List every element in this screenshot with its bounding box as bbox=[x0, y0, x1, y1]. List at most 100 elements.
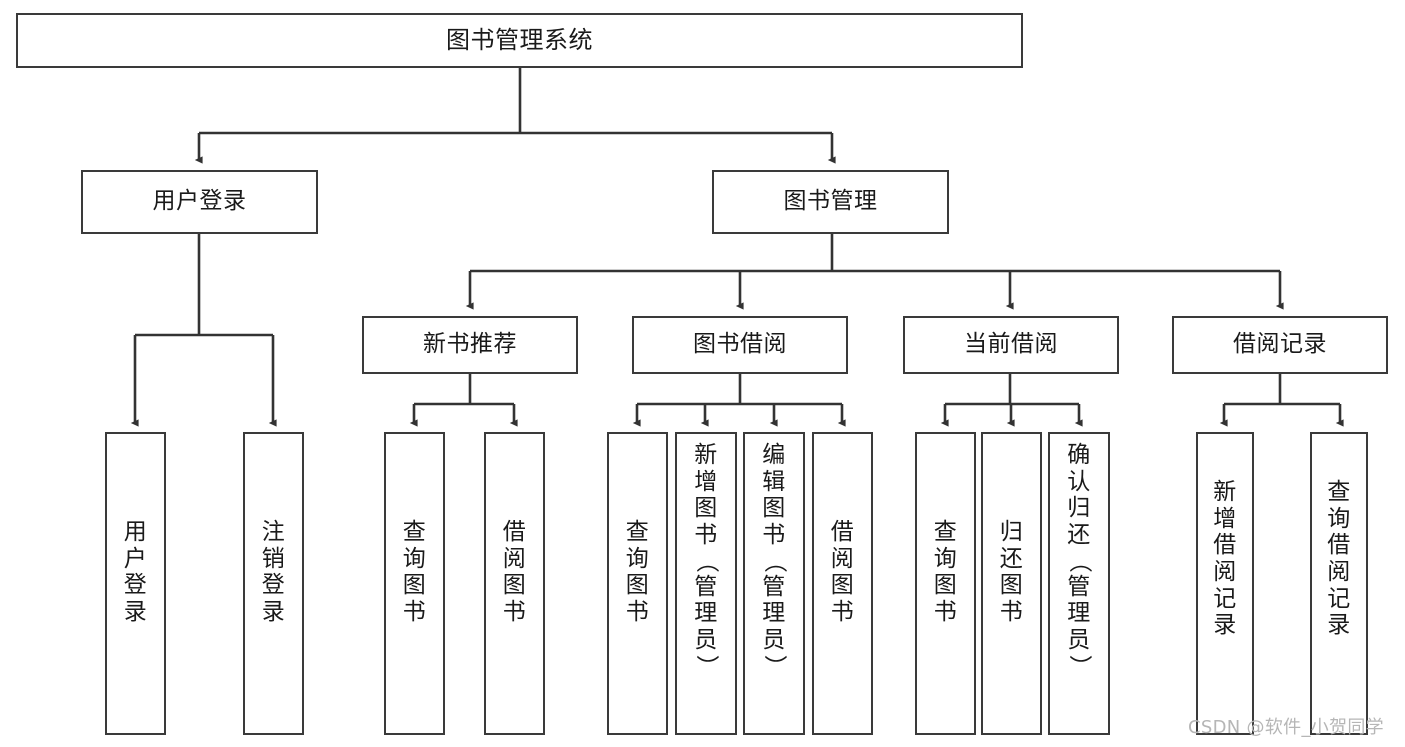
node-label: 图书管理系统 bbox=[446, 26, 593, 55]
leaf-logout-login[interactable]: 注销登录 bbox=[243, 432, 304, 735]
node-label-char: 询 bbox=[402, 545, 427, 572]
watermark-credit: CSDN @软件_小贺同学 bbox=[1188, 717, 1384, 738]
node-label-char: 归 bbox=[1067, 495, 1091, 522]
node-label: 归还图书 bbox=[983, 519, 1040, 626]
node-label-char: 认 bbox=[1067, 468, 1091, 495]
node-label-char: 图 bbox=[830, 572, 855, 599]
leaf-borrow-book-1[interactable]: 借阅图书 bbox=[484, 432, 545, 735]
leaf-query-book-3[interactable]: 查询图书 bbox=[915, 432, 976, 735]
node-label-char: 阅 bbox=[502, 545, 527, 572]
node-label-char: 查 bbox=[625, 519, 650, 545]
node-label-char: 登 bbox=[261, 572, 286, 599]
node-label-char: 录 bbox=[261, 599, 286, 626]
node-label-char: 书 bbox=[933, 599, 958, 626]
node-label-char: 图 bbox=[402, 572, 427, 599]
node-label: 当前借阅 bbox=[964, 331, 1058, 358]
node-book-management[interactable]: 图书管理 bbox=[712, 170, 949, 234]
node-label-char: 管 bbox=[762, 573, 786, 600]
node-label-char: 还 bbox=[1067, 522, 1091, 549]
node-label-char: 查 bbox=[933, 519, 958, 545]
leaf-edit-book-admin[interactable]: 编辑图书（管理员） bbox=[743, 432, 805, 735]
leaf-borrow-book-2[interactable]: 借阅图书 bbox=[812, 432, 873, 735]
node-label-char: 询 bbox=[933, 545, 958, 572]
node-label-char: 图 bbox=[625, 572, 650, 599]
node-label-char: 员 bbox=[762, 627, 786, 654]
node-label-char: 书 bbox=[999, 599, 1024, 626]
node-label-char: 询 bbox=[625, 545, 650, 572]
leaf-query-book-1[interactable]: 查询图书 bbox=[384, 432, 445, 735]
node-label: 借阅图书 bbox=[814, 519, 871, 626]
node-label-char: 书 bbox=[694, 522, 718, 549]
node-label-char: 新 bbox=[1213, 479, 1237, 505]
node-label-char: ） bbox=[761, 654, 788, 678]
node-label-char: 查 bbox=[402, 519, 427, 545]
node-label-char: 阅 bbox=[830, 545, 855, 572]
node-label-char: 理 bbox=[762, 600, 786, 627]
node-label-char: 录 bbox=[1327, 612, 1351, 639]
leaf-query-book-2[interactable]: 查询图书 bbox=[607, 432, 668, 735]
node-label-char: 增 bbox=[1213, 505, 1237, 532]
node-label-char: 编 bbox=[762, 442, 786, 468]
node-label-char: 理 bbox=[694, 600, 718, 627]
node-new-book-recommendation[interactable]: 新书推荐 bbox=[362, 316, 578, 374]
node-label-char: 借 bbox=[1213, 532, 1237, 559]
node-label: 注销登录 bbox=[245, 519, 302, 626]
node-label-char: 员 bbox=[694, 627, 718, 654]
node-label: 图书管理 bbox=[783, 188, 878, 215]
node-label-char: 归 bbox=[999, 519, 1024, 545]
node-label-char: 理 bbox=[1067, 600, 1091, 627]
node-label-char: 图 bbox=[762, 495, 786, 522]
node-user-login[interactable]: 用户登录 bbox=[81, 170, 318, 234]
node-label-char: 销 bbox=[261, 545, 286, 572]
node-label: 借阅记录 bbox=[1233, 331, 1327, 358]
node-borrow-record[interactable]: 借阅记录 bbox=[1172, 316, 1388, 374]
node-label-char: 询 bbox=[1327, 505, 1351, 532]
node-label-char: 书 bbox=[830, 599, 855, 626]
leaf-user-login[interactable]: 用户登录 bbox=[105, 432, 166, 735]
node-label-char: 书 bbox=[762, 522, 786, 549]
leaf-add-book-admin[interactable]: 新增图书（管理员） bbox=[675, 432, 737, 735]
node-label-char: 记 bbox=[1213, 585, 1237, 612]
node-label-char: 书 bbox=[502, 599, 527, 626]
node-label-char: 增 bbox=[694, 468, 718, 495]
node-label-char: 辑 bbox=[762, 468, 786, 495]
leaf-return-book[interactable]: 归还图书 bbox=[981, 432, 1042, 735]
node-label-char: 借 bbox=[1327, 532, 1351, 559]
node-label: 用户登录 bbox=[107, 519, 164, 626]
node-label-char: 新 bbox=[694, 442, 718, 468]
node-label-char: 阅 bbox=[1327, 559, 1351, 586]
leaf-confirm-return-admin[interactable]: 确认归还（管理员） bbox=[1048, 432, 1110, 735]
node-label-char: 图 bbox=[502, 572, 527, 599]
node-label: 查询图书 bbox=[609, 519, 666, 626]
leaf-query-borrow-record[interactable]: 查询借阅记录 bbox=[1310, 432, 1368, 735]
node-current-borrow[interactable]: 当前借阅 bbox=[903, 316, 1119, 374]
node-label-char: 图 bbox=[933, 572, 958, 599]
node-label: 新增图书（管理员） bbox=[677, 442, 735, 679]
node-label: 新增借阅记录 bbox=[1198, 479, 1252, 639]
node-label-char: 还 bbox=[999, 545, 1024, 572]
node-label-char: 书 bbox=[402, 599, 427, 626]
node-label: 查询图书 bbox=[386, 519, 443, 626]
node-label-char: 确 bbox=[1067, 442, 1091, 468]
node-root-book-management-system[interactable]: 图书管理系统 bbox=[16, 13, 1023, 68]
node-label: 查询借阅记录 bbox=[1312, 479, 1366, 639]
node-label-char: 记 bbox=[1327, 585, 1351, 612]
node-label: 借阅图书 bbox=[486, 519, 543, 626]
node-label-char: 员 bbox=[1067, 627, 1091, 654]
node-label-char: 图 bbox=[999, 572, 1024, 599]
node-label-char: 管 bbox=[694, 573, 718, 600]
node-label-char: 登 bbox=[123, 572, 148, 599]
leaf-add-borrow-record[interactable]: 新增借阅记录 bbox=[1196, 432, 1254, 735]
node-label-char: 用 bbox=[123, 519, 148, 545]
node-label-char: 注 bbox=[261, 519, 286, 545]
node-label-char: 借 bbox=[830, 519, 855, 545]
node-label-char: 管 bbox=[1067, 573, 1091, 600]
node-label-char: （ bbox=[1066, 549, 1093, 573]
node-label: 确认归还（管理员） bbox=[1050, 442, 1108, 679]
node-book-borrow[interactable]: 图书借阅 bbox=[632, 316, 848, 374]
node-label: 图书借阅 bbox=[693, 331, 787, 358]
node-label-char: 户 bbox=[123, 545, 148, 572]
node-label-char: ） bbox=[693, 654, 720, 678]
node-label-char: 阅 bbox=[1213, 559, 1237, 586]
